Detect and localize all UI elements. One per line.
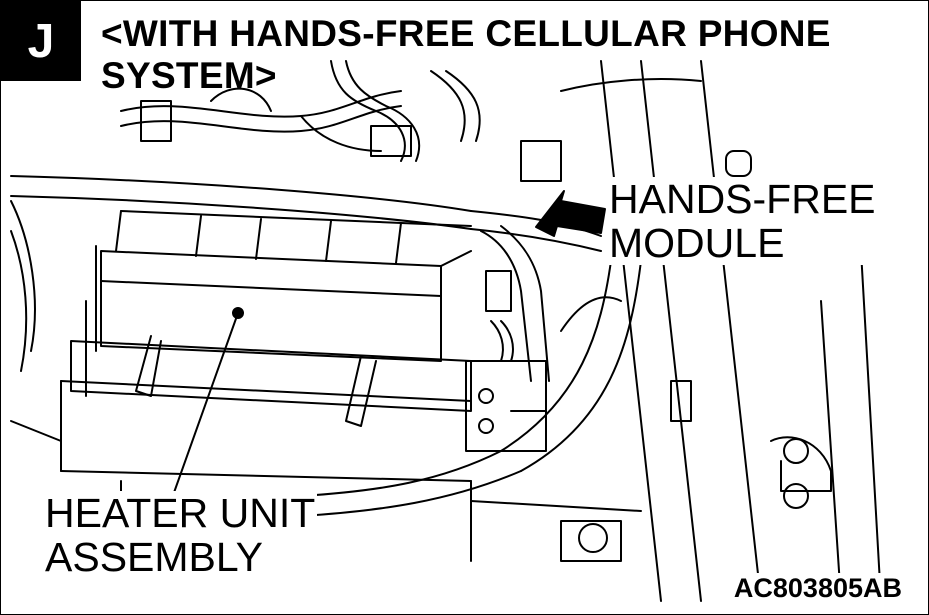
hands-free-module-label: HANDS-FREE MODULE (607, 177, 878, 265)
right-frame (300, 60, 882, 602)
heater-leader-line (170, 312, 239, 502)
section-badge: J (1, 1, 81, 81)
figure-caption: <WITH HANDS-FREE CELLULAR PHONE SYSTEM> (101, 13, 926, 97)
caption-line-1: <WITH HANDS-FREE CELLULAR PHONE (101, 13, 831, 54)
upper-harness (120, 60, 481, 162)
heater-unit-label-line-2: ASSEMBLY (45, 534, 263, 580)
section-badge-letter: J (27, 14, 55, 68)
module-arrow (535, 190, 606, 237)
hands-free-module-label-line-1: HANDS-FREE (609, 176, 876, 222)
hands-free-module-label-line-2: MODULE (609, 220, 785, 266)
leaders (170, 190, 606, 502)
heater-leader-dot (232, 307, 244, 319)
heater-unit-assembly-label: HEATER UNIT ASSEMBLY (43, 490, 318, 580)
heater-unit-label-line-1: HEATER UNIT (45, 490, 316, 536)
heater-unit (10, 200, 642, 562)
module-bracket (465, 225, 622, 452)
figure-id: AC803805AB (731, 573, 904, 604)
caption-line-2: SYSTEM> (101, 55, 277, 96)
